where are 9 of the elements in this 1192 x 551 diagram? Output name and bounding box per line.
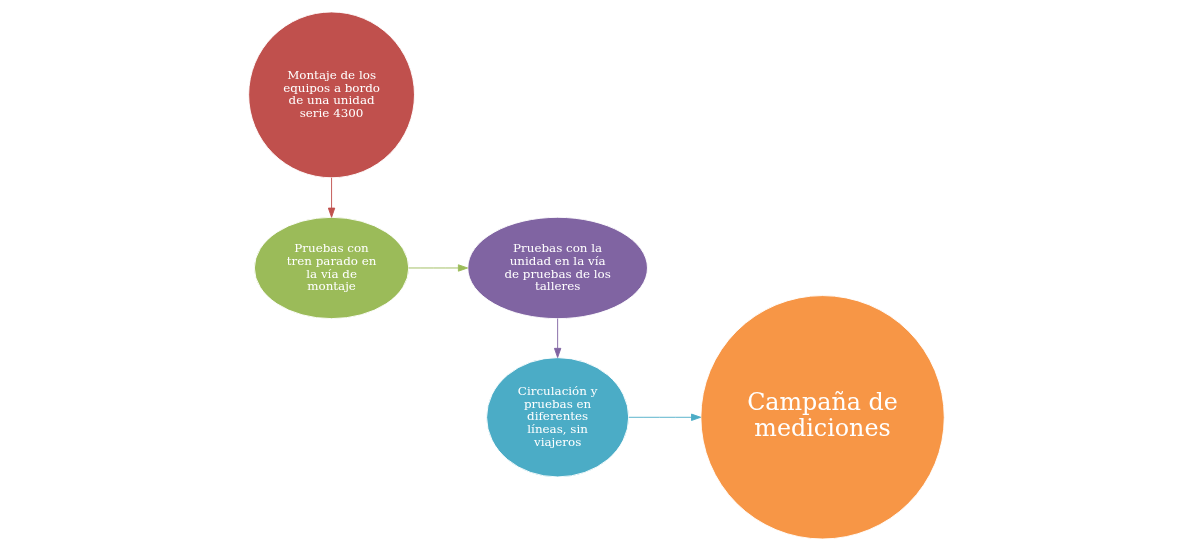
- arrow: [553, 318, 561, 358]
- node-ellipse: Pruebas con la unidad en la vía de pruebas de los talleres: [466, 216, 648, 320]
- arrow: [628, 413, 701, 421]
- node-ellipse: Circulación y pruebas en diferentes líneas, sin viajeros: [485, 357, 629, 478]
- arrow: [407, 264, 468, 272]
- node-circle: Montaje de los equipos a bordo de una unidad serie 4300: [247, 11, 415, 179]
- node-ellipse: Pruebas con tren parado en la vía de montaje: [253, 216, 409, 320]
- node-circle: Campaña de mediciones: [699, 295, 945, 540]
- arrow: [327, 177, 335, 218]
